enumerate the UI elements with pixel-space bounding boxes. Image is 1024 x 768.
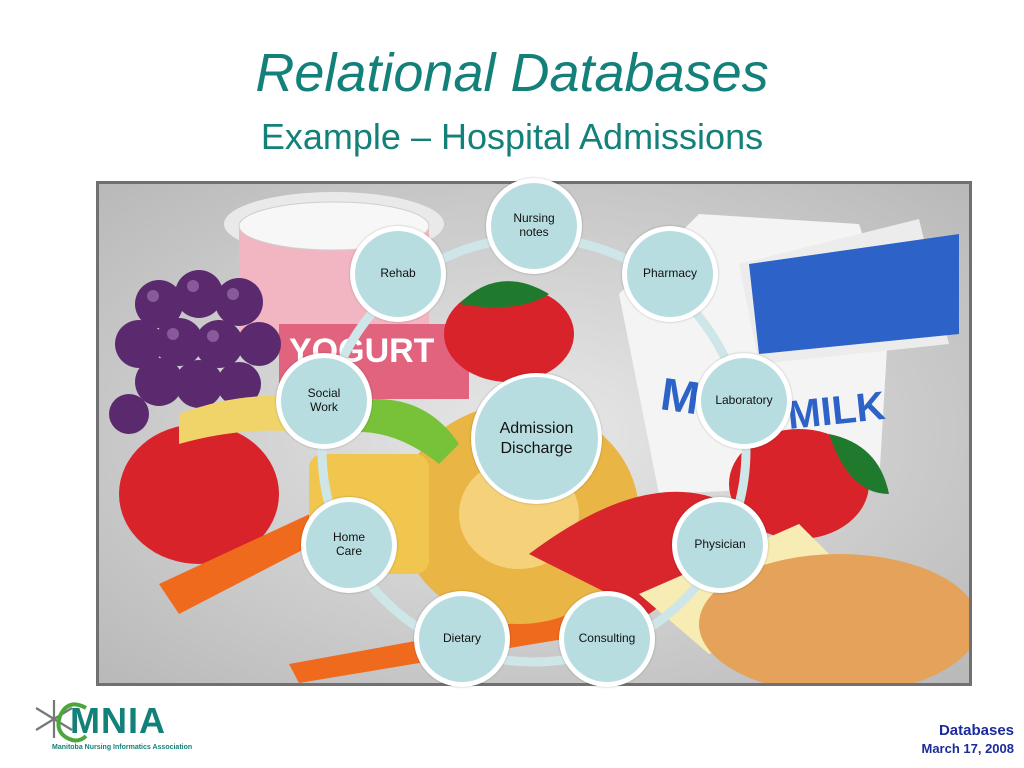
node-center-label: Admission Discharge [499,420,574,457]
node-label: Laboratory [715,393,773,408]
node-1: Pharmacy [622,226,718,322]
milk-label-right: MILK [785,384,887,438]
node-label: Dietary [442,631,481,646]
node-label: Pharmacy [642,266,698,281]
node-center: Admission Discharge [471,373,602,504]
footer-date: March 17, 2008 [921,741,1014,756]
node-8: Rehab [350,226,446,322]
footer-title: Databases [938,722,1014,739]
slide-subtitle: Example – Hospital Admissions [260,116,764,157]
admissions-diagram: Admission Discharge Nursing notes Pharma… [96,178,972,687]
node-label: Nursing notes [513,211,555,239]
node-6: Home Care [301,497,397,593]
slide-title: Relational Databases [255,43,769,103]
node-label: Home Care [332,530,365,558]
node-label: Consulting [578,631,636,646]
node-3: Physician [672,497,768,593]
logo-tagline: Manitoba Nursing Informatics Association [52,744,193,751]
node-label: Physician [694,537,746,552]
mnia-logo-icon [35,700,88,743]
node-2: Laboratory [696,353,792,449]
node-label: Rehab [380,266,416,281]
node-5: Dietary [414,591,510,687]
node-4: Consulting [559,591,655,687]
node-7: Social Work [276,353,372,449]
logo-name: MNIA [70,700,166,741]
node-0: Nursing notes [486,178,582,274]
node-label: Social Work [307,386,341,414]
